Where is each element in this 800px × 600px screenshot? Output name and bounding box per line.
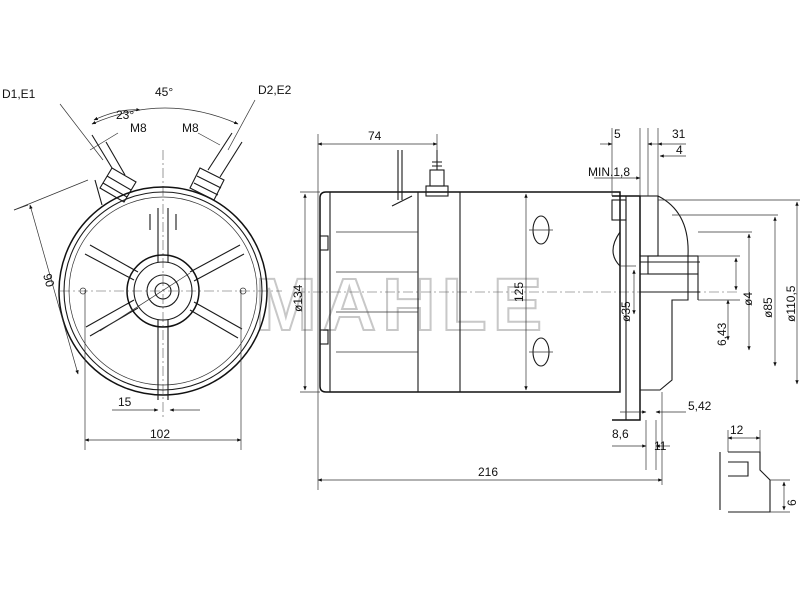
front-view [13, 99, 282, 450]
dim-542: 5,42 [688, 399, 712, 413]
dim-11: 11 [654, 439, 667, 453]
motor-body [319, 191, 621, 393]
dim-4-shaft: ø4 [741, 292, 755, 306]
key-detail [719, 430, 790, 513]
dim-4-top: 4 [676, 143, 683, 157]
dim-643: 6,43 [715, 322, 729, 346]
width-dim-label: 102 [150, 427, 170, 441]
dim-6: 6 [785, 499, 799, 506]
angle-outer-label: 45° [155, 85, 173, 99]
dim-overall-length: 216 [478, 465, 498, 479]
dim-35: ø35 [619, 301, 633, 322]
terminal-label-right: D2,E2 [258, 83, 292, 97]
watermark: MAHLE [255, 263, 548, 346]
mount-slots [529, 215, 553, 367]
thread-left-label: M8 [130, 121, 147, 135]
angle-inner-label: 23° [116, 108, 134, 122]
dim-85: ø85 [761, 297, 775, 318]
top-terminal [391, 150, 449, 207]
radius-dim-label: 90 [40, 272, 57, 289]
dim-housing-dia: ø134 [291, 284, 305, 312]
terminal-stud-right [189, 132, 243, 201]
terminal-label-left: D1,E1 [2, 87, 36, 101]
dim-body-offset: 74 [368, 129, 382, 143]
dim-flange-dia: 125 [512, 282, 526, 302]
dim-110: ø110,5 [784, 285, 798, 322]
offset-dim-label: 15 [118, 395, 132, 409]
dim-min: MIN.1,8 [588, 165, 630, 179]
dim-12: 12 [730, 423, 744, 437]
dim-5: 5 [614, 127, 621, 141]
side-view [295, 134, 740, 490]
dim-31: 31 [672, 127, 686, 141]
thread-right-label: M8 [182, 121, 199, 135]
flange-detail [594, 128, 800, 513]
dim-86: 8,6 [612, 427, 629, 441]
terminal-stud-left [91, 134, 137, 206]
